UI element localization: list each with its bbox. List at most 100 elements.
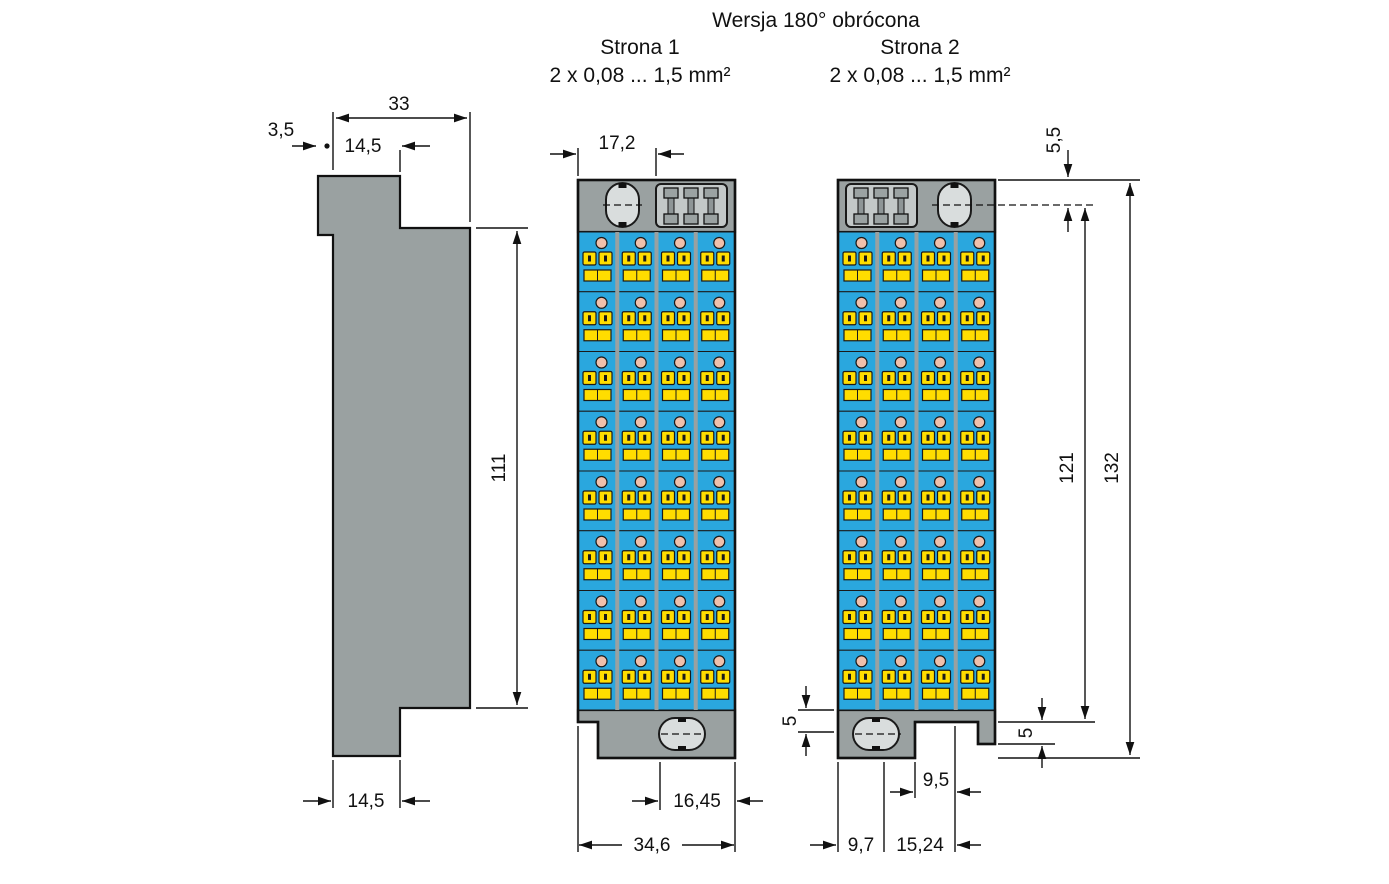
button-slit-icon [682,255,686,262]
button-slit-icon [627,255,631,262]
dim-pitch-b-label: 15,24 [896,835,944,856]
terminal-grid [577,231,736,711]
button-slit-icon [627,375,631,381]
button-slit-icon [682,315,686,322]
button-slit-icon [848,673,851,680]
slot-notch-icon [950,222,959,227]
button-slit-icon [643,434,647,441]
conductor-port-icon [673,655,687,668]
button-slit-icon [965,673,969,680]
conductor-port-icon [933,595,947,608]
button-slit-icon [942,673,946,680]
button-slit-icon [721,494,725,501]
button-slit-icon [981,673,985,680]
button-slit-icon [705,673,709,680]
button-slit-icon [981,375,985,381]
button-slit-icon [965,375,969,381]
slot-notch-icon [678,718,686,722]
button-slit-icon [643,554,647,561]
button-slit-icon [864,554,867,561]
column-separator [615,232,620,710]
button-slit-icon [942,614,946,620]
button-slit-icon [887,434,891,441]
jumper-contacts-icon [853,187,909,225]
button-slit-icon [588,255,591,262]
button-slit-icon [864,494,867,501]
button-slit-icon [682,494,686,501]
button-slit-icon [887,614,891,620]
column-separator [953,232,958,710]
button-slit-icon [926,315,930,322]
strona2-spec: 2 x 0,08 ... 1,5 mm² [830,64,1011,87]
button-slit-icon [705,255,709,262]
conductor-port-icon [634,655,647,668]
conductor-port-icon [673,296,687,309]
button-slit-icon [666,614,670,620]
button-slit-icon [627,673,631,680]
conductor-port-icon [973,475,986,489]
button-slit-icon [666,375,670,381]
button-slit-icon [604,494,607,501]
button-slit-icon [682,673,686,680]
button-slit-icon [981,434,985,441]
button-slit-icon [705,554,709,561]
button-slit-icon [588,614,591,620]
conductor-port-icon [973,416,986,429]
dim-slot-offset-label: 9,5 [923,770,949,791]
conductor-port-icon [855,356,868,369]
button-slit-icon [926,673,930,680]
conductor-port-icon [894,296,907,309]
button-slit-icon [942,434,946,441]
button-slit-icon [721,315,725,322]
button-slit-icon [942,315,946,322]
conductor-port-icon [713,535,726,548]
button-slit-icon [666,673,670,680]
dim-top-width-label: 17,2 [599,133,636,154]
strona1-spec: 2 x 0,08 ... 1,5 mm² [550,64,731,87]
conductor-port-icon [933,535,947,548]
button-slit-icon [627,434,631,441]
conductor-port-icon [595,475,608,489]
button-slit-icon [666,494,670,501]
conductor-port-icon [673,595,687,608]
button-slit-icon [926,375,930,381]
button-slit-icon [604,614,607,620]
button-slit-icon [864,375,867,381]
front-view-strona1 [576,178,737,760]
conductor-port-icon [973,535,986,548]
conductor-port-icon [894,416,907,429]
conductor-port-icon [855,475,868,489]
conductor-port-icon [595,655,608,668]
terminal-grid [837,231,996,711]
conductor-port-icon [894,356,907,369]
conductor-port-icon [595,535,608,548]
button-slit-icon [682,434,686,441]
button-slit-icon [981,315,985,322]
button-slit-icon [604,375,607,381]
button-slit-icon [848,255,851,262]
conductor-port-icon [634,416,647,429]
button-slit-icon [721,614,725,620]
dim-slot-width-label: 16,45 [673,791,721,812]
button-slit-icon [965,554,969,561]
button-slit-icon [604,554,607,561]
conductor-port-icon [933,236,947,250]
button-slit-icon [926,614,930,620]
conductor-port-icon [673,236,687,250]
conductor-port-icon [894,595,907,608]
side-view [316,174,472,758]
button-slit-icon [682,614,686,620]
button-slit-icon [588,554,591,561]
button-slit-icon [643,375,647,381]
drawing-title: Wersja 180° obrócona [712,9,920,32]
button-slit-icon [721,255,725,262]
strona2-label: Strona 2 [880,36,959,59]
button-slit-icon [965,614,969,620]
conductor-port-icon [673,416,687,429]
conductor-port-icon [855,595,868,608]
conductor-port-icon [673,535,687,548]
button-slit-icon [666,434,670,441]
button-slit-icon [926,554,930,561]
button-slit-icon [981,554,985,561]
button-slit-icon [627,614,631,620]
